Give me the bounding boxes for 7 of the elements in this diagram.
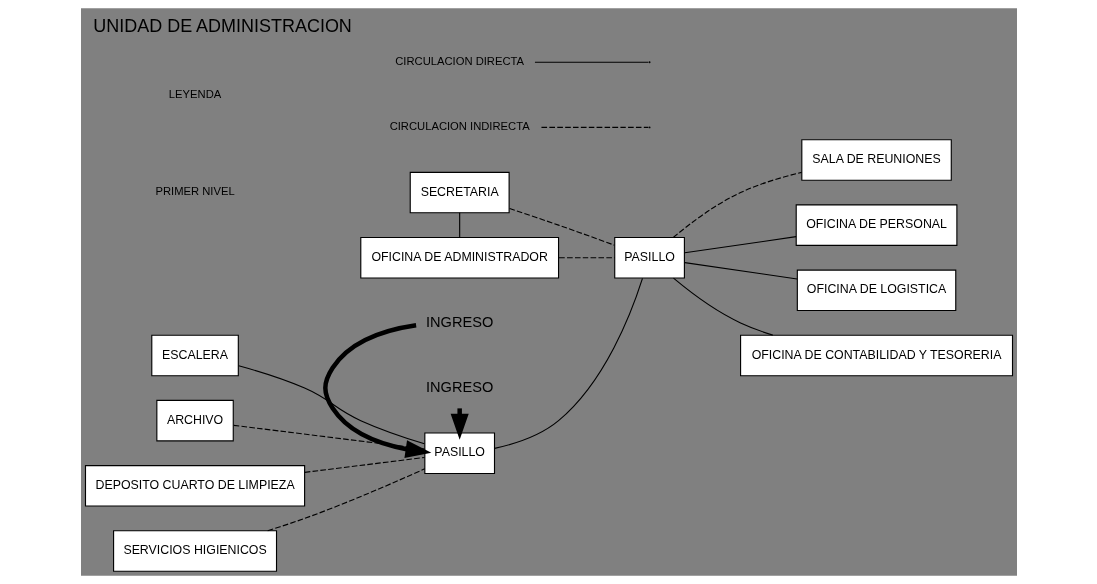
legend-label: CIRCULACION INDIRECTA (389, 120, 530, 133)
label: PRIMER NIVEL (154, 185, 235, 198)
node-text: INGRESO (425, 378, 493, 395)
node-text: INGRESO (425, 313, 493, 330)
diagram-title: UNIDAD DE ADMINISTRACION (92, 15, 352, 36)
legend-label: CIRCULACION DIRECTA (394, 55, 524, 68)
label: LEYENDA (168, 87, 221, 100)
